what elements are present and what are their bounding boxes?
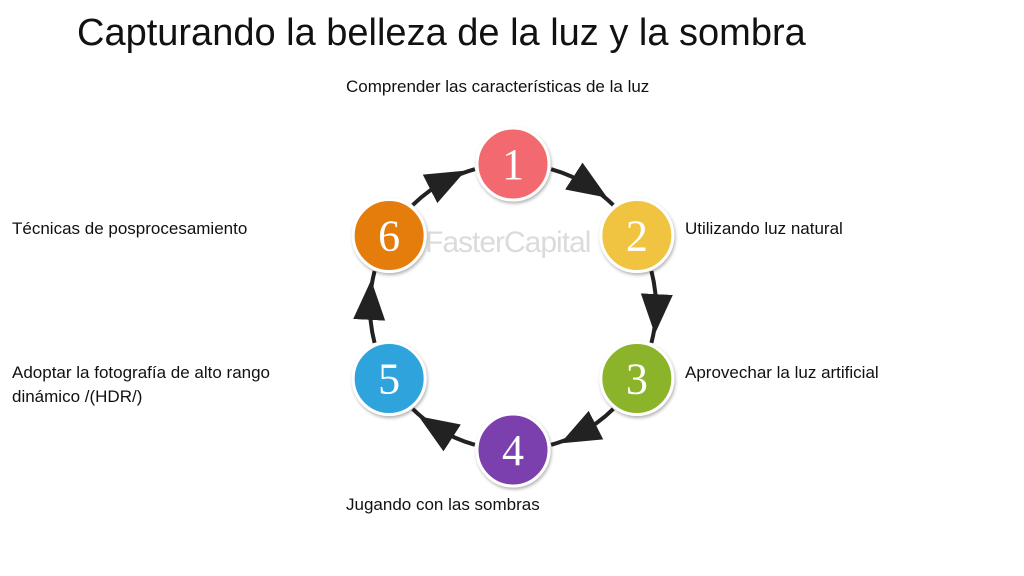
cycle-arrow bbox=[550, 162, 608, 198]
cycle-arrow bbox=[353, 279, 386, 344]
step-4-label: Jugando con las sombras bbox=[346, 495, 540, 514]
step-5-label: Adoptar la fotografía de alto rango diná… bbox=[12, 363, 271, 406]
cycle-arc bbox=[411, 407, 437, 429]
step-3-circle bbox=[599, 341, 675, 416]
step-6-circle bbox=[351, 198, 427, 273]
cycle-arc bbox=[446, 167, 476, 182]
cycle-arc bbox=[550, 432, 580, 447]
cycle-arrow bbox=[560, 407, 615, 444]
step-1-label: Comprender las características de la luz bbox=[346, 77, 650, 96]
cycle-arc bbox=[368, 270, 377, 300]
page-title: Capturando la belleza de la luz y la som… bbox=[77, 12, 806, 54]
step-5-number: 5 bbox=[378, 355, 400, 404]
step-6-label: Técnicas de posprocesamiento bbox=[12, 219, 248, 238]
cycle-arrow bbox=[640, 270, 673, 335]
step-5-circle bbox=[351, 341, 427, 416]
step-2-circle bbox=[599, 198, 675, 273]
cycle-arrow bbox=[418, 416, 476, 452]
step-4-number: 4 bbox=[502, 426, 524, 475]
step-1-circle bbox=[475, 126, 551, 202]
step-1-number: 1 bbox=[502, 140, 524, 189]
step-3-number: 3 bbox=[626, 355, 648, 404]
step-2-label: Utilizando luz natural bbox=[685, 219, 843, 238]
step-4-circle bbox=[475, 412, 551, 488]
step-2-number: 2 bbox=[626, 212, 648, 261]
cycle-arc bbox=[589, 185, 615, 207]
cycle-arc bbox=[649, 314, 658, 344]
cycle-arrow bbox=[411, 170, 466, 207]
watermark: FasterCapital bbox=[425, 226, 591, 259]
step-3-label: Aprovechar la luz artificial bbox=[685, 363, 879, 382]
step-6-number: 6 bbox=[378, 212, 400, 261]
